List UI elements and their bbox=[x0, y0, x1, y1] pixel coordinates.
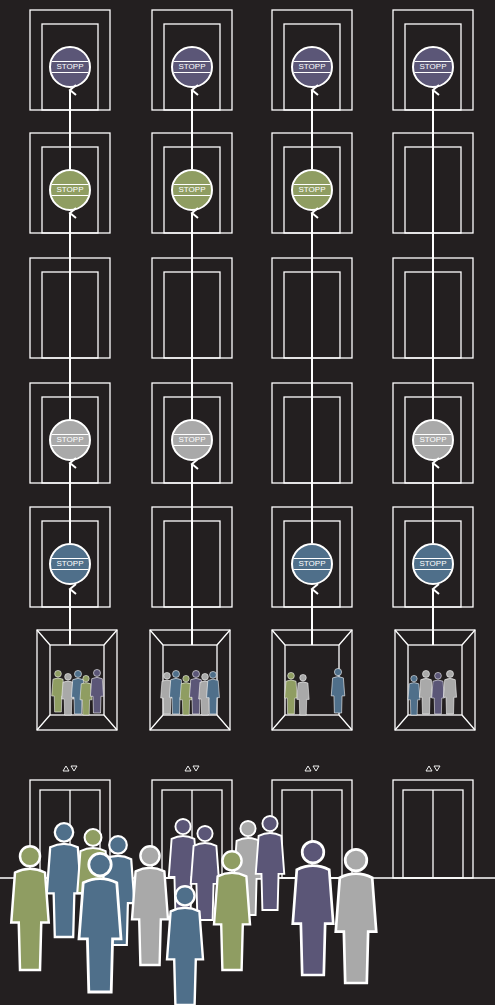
stop-label: STOPP bbox=[173, 184, 211, 196]
stop-sign: STOPP bbox=[49, 46, 91, 88]
travel-arrow bbox=[432, 463, 434, 543]
cabin-passengers bbox=[52, 668, 457, 715]
travel-arrow bbox=[191, 213, 193, 419]
stop-label: STOPP bbox=[293, 558, 331, 570]
travel-arrow bbox=[311, 90, 313, 169]
stop-label: STOPP bbox=[51, 434, 89, 446]
stop-label: STOPP bbox=[173, 61, 211, 73]
stop-sign: STOPP bbox=[291, 543, 333, 585]
travel-arrow bbox=[191, 90, 193, 169]
stop-sign: STOPP bbox=[49, 543, 91, 585]
stop-label: STOPP bbox=[173, 434, 211, 446]
stop-sign: STOPP bbox=[291, 169, 333, 211]
stop-label: STOPP bbox=[414, 61, 452, 73]
travel-arrow bbox=[69, 213, 71, 419]
stop-sign: STOPP bbox=[412, 46, 454, 88]
stop-sign: STOPP bbox=[49, 169, 91, 211]
stop-sign: STOPP bbox=[171, 46, 213, 88]
stop-label: STOPP bbox=[51, 61, 89, 73]
stop-sign: STOPP bbox=[412, 419, 454, 461]
travel-arrow bbox=[69, 463, 71, 543]
stop-sign: STOPP bbox=[171, 169, 213, 211]
stop-label: STOPP bbox=[51, 184, 89, 196]
stop-sign: STOPP bbox=[49, 419, 91, 461]
cabin-departure-arrows bbox=[70, 464, 433, 645]
waiting-crowd bbox=[11, 816, 376, 1005]
travel-arrow bbox=[69, 90, 71, 169]
travel-arrow bbox=[432, 90, 434, 419]
call-indicators bbox=[63, 766, 440, 771]
stop-label: STOPP bbox=[414, 558, 452, 570]
stop-sign: STOPP bbox=[412, 543, 454, 585]
travel-arrow bbox=[311, 213, 313, 543]
stop-label: STOPP bbox=[51, 558, 89, 570]
stop-label: STOPP bbox=[414, 434, 452, 446]
stop-sign: STOPP bbox=[171, 419, 213, 461]
stop-label: STOPP bbox=[293, 61, 331, 73]
elevator-cabins bbox=[37, 630, 475, 730]
floor-frames bbox=[30, 10, 473, 607]
stop-label: STOPP bbox=[293, 184, 331, 196]
stop-sign: STOPP bbox=[291, 46, 333, 88]
